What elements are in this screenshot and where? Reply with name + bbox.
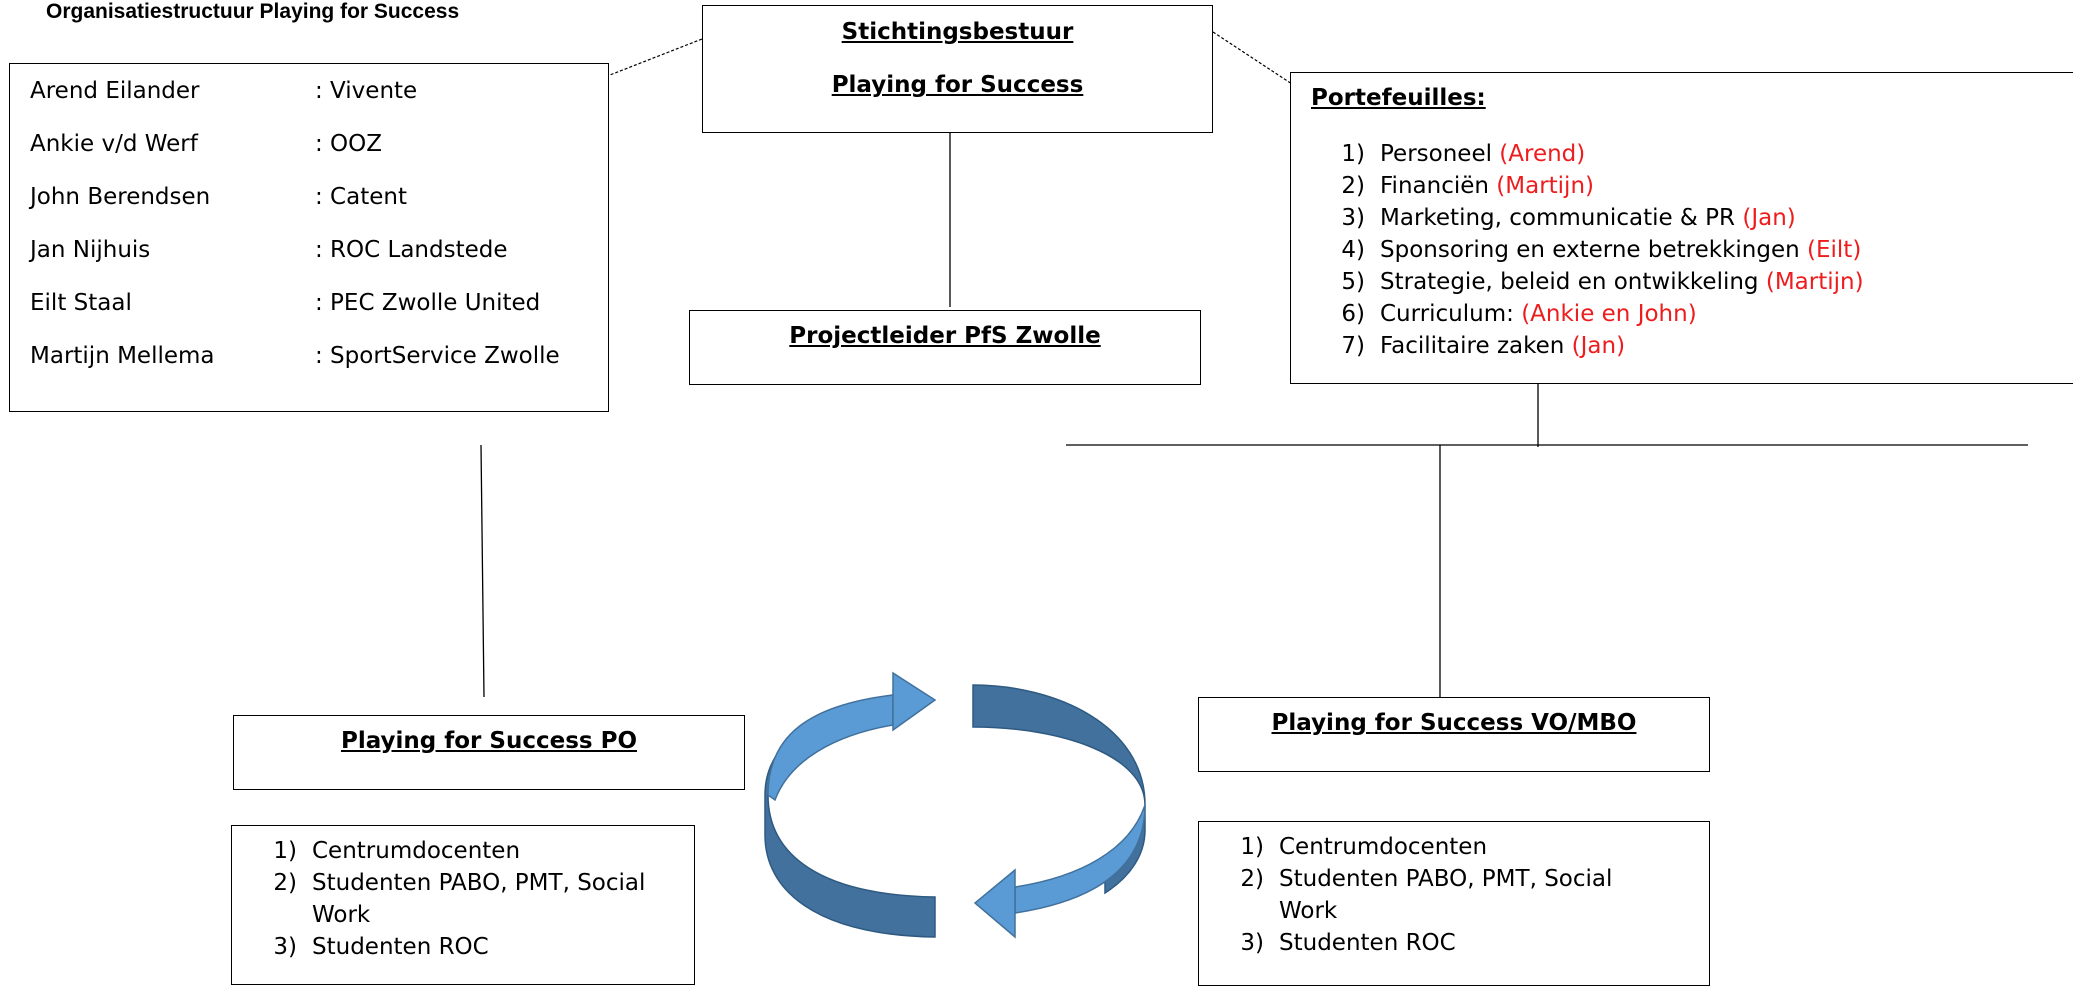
circular-arrows-icon — [764, 671, 1146, 939]
list-item: 7)Facilitaire zaken (Jan) — [1341, 333, 1626, 359]
po-list-box: 1)Centrumdocenten 2)Studenten PABO, PMT,… — [231, 825, 695, 985]
portfolio-owner: (Ankie en John) — [1521, 301, 1697, 327]
board-subtitle: Playing for Success — [831, 72, 1084, 98]
dashed-connector-portfolios — [1212, 31, 1293, 85]
portfolio-owner: (Jan) — [1571, 333, 1626, 359]
portfolio-owner: (Arend) — [1499, 141, 1586, 167]
member-row: Martijn Mellema : SportService Zwolle — [30, 343, 560, 369]
list-item: 3)Studenten ROC — [1240, 930, 1456, 956]
project-leader-box: Projectleider PfS Zwolle — [689, 310, 1201, 385]
member-org: : SportService Zwolle — [315, 343, 560, 369]
board-title: Stichtingsbestuur — [841, 19, 1074, 45]
member-name: Eilt Staal — [30, 290, 132, 316]
member-row: Arend Eilander : Vivente — [30, 78, 417, 104]
po-list: 1)Centrumdocenten 2)Studenten PABO, PMT,… — [252, 835, 662, 963]
member-name: Martijn Mellema — [30, 343, 215, 369]
member-name: Arend Eilander — [30, 78, 200, 104]
list-item: 4)Sponsoring en externe betrekkingen (Ei… — [1341, 237, 1862, 263]
member-org: : Catent — [315, 184, 407, 210]
vo-title: Playing for Success VO/MBO — [1271, 710, 1637, 736]
portfolio-owner: (Jan) — [1742, 205, 1796, 231]
member-name: John Berendsen — [30, 184, 211, 210]
portfolios-box: Portefeuilles: 1)Personeel (Arend) 2)Fin… — [1290, 72, 2073, 384]
po-header-box: Playing for Success PO — [233, 715, 745, 790]
portfolios-list: 1)Personeel (Arend) 2)Financiën (Martijn… — [1320, 138, 1864, 362]
member-row: Jan Nijhuis : ROC Landstede — [30, 237, 508, 263]
list-item: 1)Centrumdocenten — [1240, 834, 1488, 860]
list-item: 3)Marketing, communicatie & PR (Jan) — [1341, 205, 1796, 231]
po-title: Playing for Success PO — [340, 728, 638, 754]
member-org: : Vivente — [315, 78, 418, 104]
arrow-lower-body — [1014, 804, 1146, 914]
member-org: : OOZ — [315, 131, 383, 157]
portfolios-title: Portefeuilles: — [1311, 85, 1486, 111]
member-name: Jan Nijhuis — [30, 237, 151, 263]
project-leader-title: Projectleider PfS Zwolle — [789, 323, 1101, 349]
arrow-upper-head — [892, 671, 937, 732]
portfolio-owner: (Martijn) — [1765, 269, 1864, 295]
portfolio-owner: (Eilt) — [1807, 237, 1862, 263]
page-title: Organisatiestructuur Playing for Success — [46, 0, 460, 23]
member-row: Eilt Staal : PEC Zwolle United — [30, 290, 540, 316]
connector-members-po — [480, 444, 485, 698]
member-row: John Berendsen : Catent — [30, 184, 407, 210]
member-row: Ankie v/d Werf : OOZ — [30, 131, 382, 157]
vo-list-box: 1)Centrumdocenten 2)Studenten PABO, PMT,… — [1198, 821, 1710, 986]
arrow-band-right — [972, 684, 1146, 895]
list-item: 6)Curriculum: (Ankie en John) — [1341, 301, 1697, 327]
portfolio-owner: (Martijn) — [1496, 173, 1594, 199]
list-item: 2)Studenten PABO, PMT, Social Work — [273, 870, 646, 928]
list-item: 1)Personeel (Arend) — [1341, 141, 1586, 167]
arrow-lower-head — [973, 868, 1016, 939]
member-org: : PEC Zwolle United — [315, 290, 541, 316]
list-item: 5)Strategie, beleid en ontwikkeling (Mar… — [1341, 269, 1864, 295]
vo-header-box: Playing for Success VO/MBO — [1198, 697, 1710, 772]
member-org: : ROC Landstede — [315, 237, 508, 263]
list-item: 2)Studenten PABO, PMT, Social Work — [1240, 866, 1613, 924]
list-item: 2)Financiën (Martijn) — [1341, 173, 1594, 199]
board-members-box: Arend Eilander : Vivente Ankie v/d Werf : … — [9, 63, 609, 412]
board-box: Stichtingsbestuur Playing for Success — [702, 5, 1213, 133]
member-name: Ankie v/d Werf — [30, 131, 198, 157]
list-item: 1)Centrumdocenten — [273, 838, 521, 864]
arrow-upper-body — [767, 694, 894, 802]
vo-list: 1)Centrumdocenten 2)Studenten PABO, PMT,… — [1219, 831, 1659, 959]
list-item: 3)Studenten ROC — [273, 934, 489, 960]
